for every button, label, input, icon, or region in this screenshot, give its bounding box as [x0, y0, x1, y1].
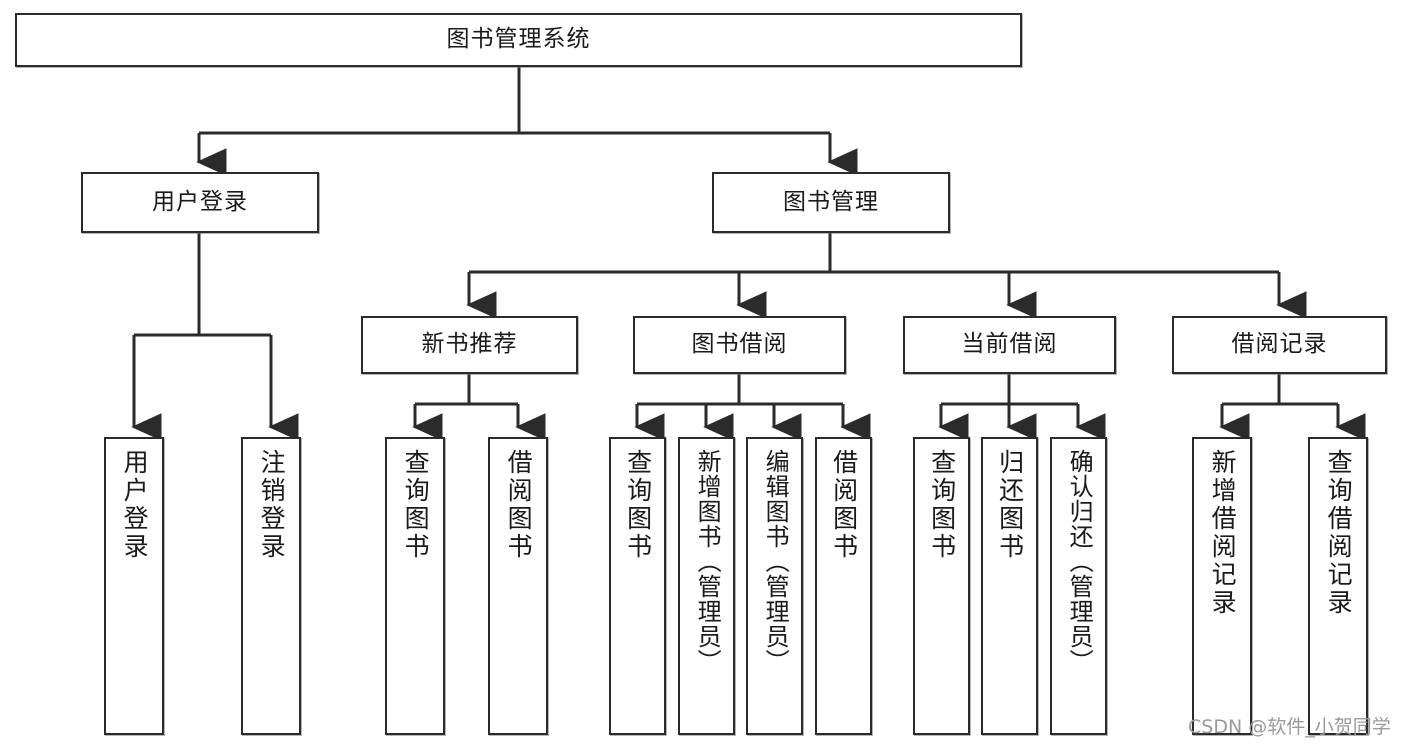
- node-label: 新增借阅记录: [1208, 449, 1238, 617]
- leaf-current-borrow-query-book[interactable]: 查询图书: [913, 437, 970, 735]
- node-book-borrow[interactable]: 图书借阅: [633, 316, 846, 374]
- node-label: 归还图书: [995, 449, 1025, 561]
- node-label: 新增图书（管理员）: [693, 449, 722, 674]
- csdn-watermark: CSDN @软件_小贺同学: [1188, 716, 1391, 738]
- node-label: 编辑图书（管理员）: [761, 449, 790, 674]
- node-root-book-management-system[interactable]: 图书管理系统: [15, 13, 1022, 67]
- node-label: 注销登录: [257, 449, 287, 561]
- leaf-current-borrow-confirm-return-admin[interactable]: 确认归还（管理员）: [1050, 437, 1107, 735]
- leaf-user-login-login[interactable]: 用户登录: [104, 437, 164, 735]
- node-label: 查询图书: [623, 449, 653, 561]
- node-label: 新书推荐: [421, 331, 518, 358]
- leaf-new-book-borrow-book[interactable]: 借阅图书: [488, 437, 548, 735]
- leaf-book-borrow-add-book-admin[interactable]: 新增图书（管理员）: [678, 437, 735, 735]
- node-label: 借阅图书: [829, 449, 859, 561]
- node-book-management[interactable]: 图书管理: [712, 172, 950, 233]
- node-label: 用户登录: [120, 449, 150, 561]
- node-user-login[interactable]: 用户登录: [81, 172, 319, 233]
- node-label: 当前借阅: [961, 331, 1058, 358]
- node-new-book-recommend[interactable]: 新书推荐: [361, 316, 578, 374]
- node-label: 查询图书: [927, 449, 957, 561]
- node-borrow-record[interactable]: 借阅记录: [1172, 316, 1387, 374]
- node-label: 图书借阅: [691, 331, 788, 358]
- leaf-book-borrow-borrow-book[interactable]: 借阅图书: [815, 437, 872, 735]
- node-label: 借阅图书: [504, 449, 534, 561]
- leaf-borrow-record-add-record[interactable]: 新增借阅记录: [1192, 437, 1252, 735]
- leaf-borrow-record-query-record[interactable]: 查询借阅记录: [1308, 437, 1368, 735]
- node-label: 图书管理系统: [446, 26, 591, 53]
- node-label: 用户登录: [152, 188, 248, 215]
- node-label: 查询图书: [401, 449, 431, 561]
- leaf-current-borrow-return-book[interactable]: 归还图书: [981, 437, 1038, 735]
- node-label: 图书管理: [783, 188, 879, 215]
- node-label: 查询借阅记录: [1324, 449, 1354, 617]
- leaf-book-borrow-edit-book-admin[interactable]: 编辑图书（管理员）: [746, 437, 803, 735]
- node-label: 确认归还（管理员）: [1065, 449, 1094, 674]
- node-label: 借阅记录: [1231, 331, 1328, 358]
- node-current-borrow[interactable]: 当前借阅: [903, 316, 1116, 374]
- leaf-book-borrow-query-book[interactable]: 查询图书: [609, 437, 666, 735]
- leaf-new-book-query-book[interactable]: 查询图书: [385, 437, 445, 735]
- leaf-user-login-logout[interactable]: 注销登录: [241, 437, 301, 735]
